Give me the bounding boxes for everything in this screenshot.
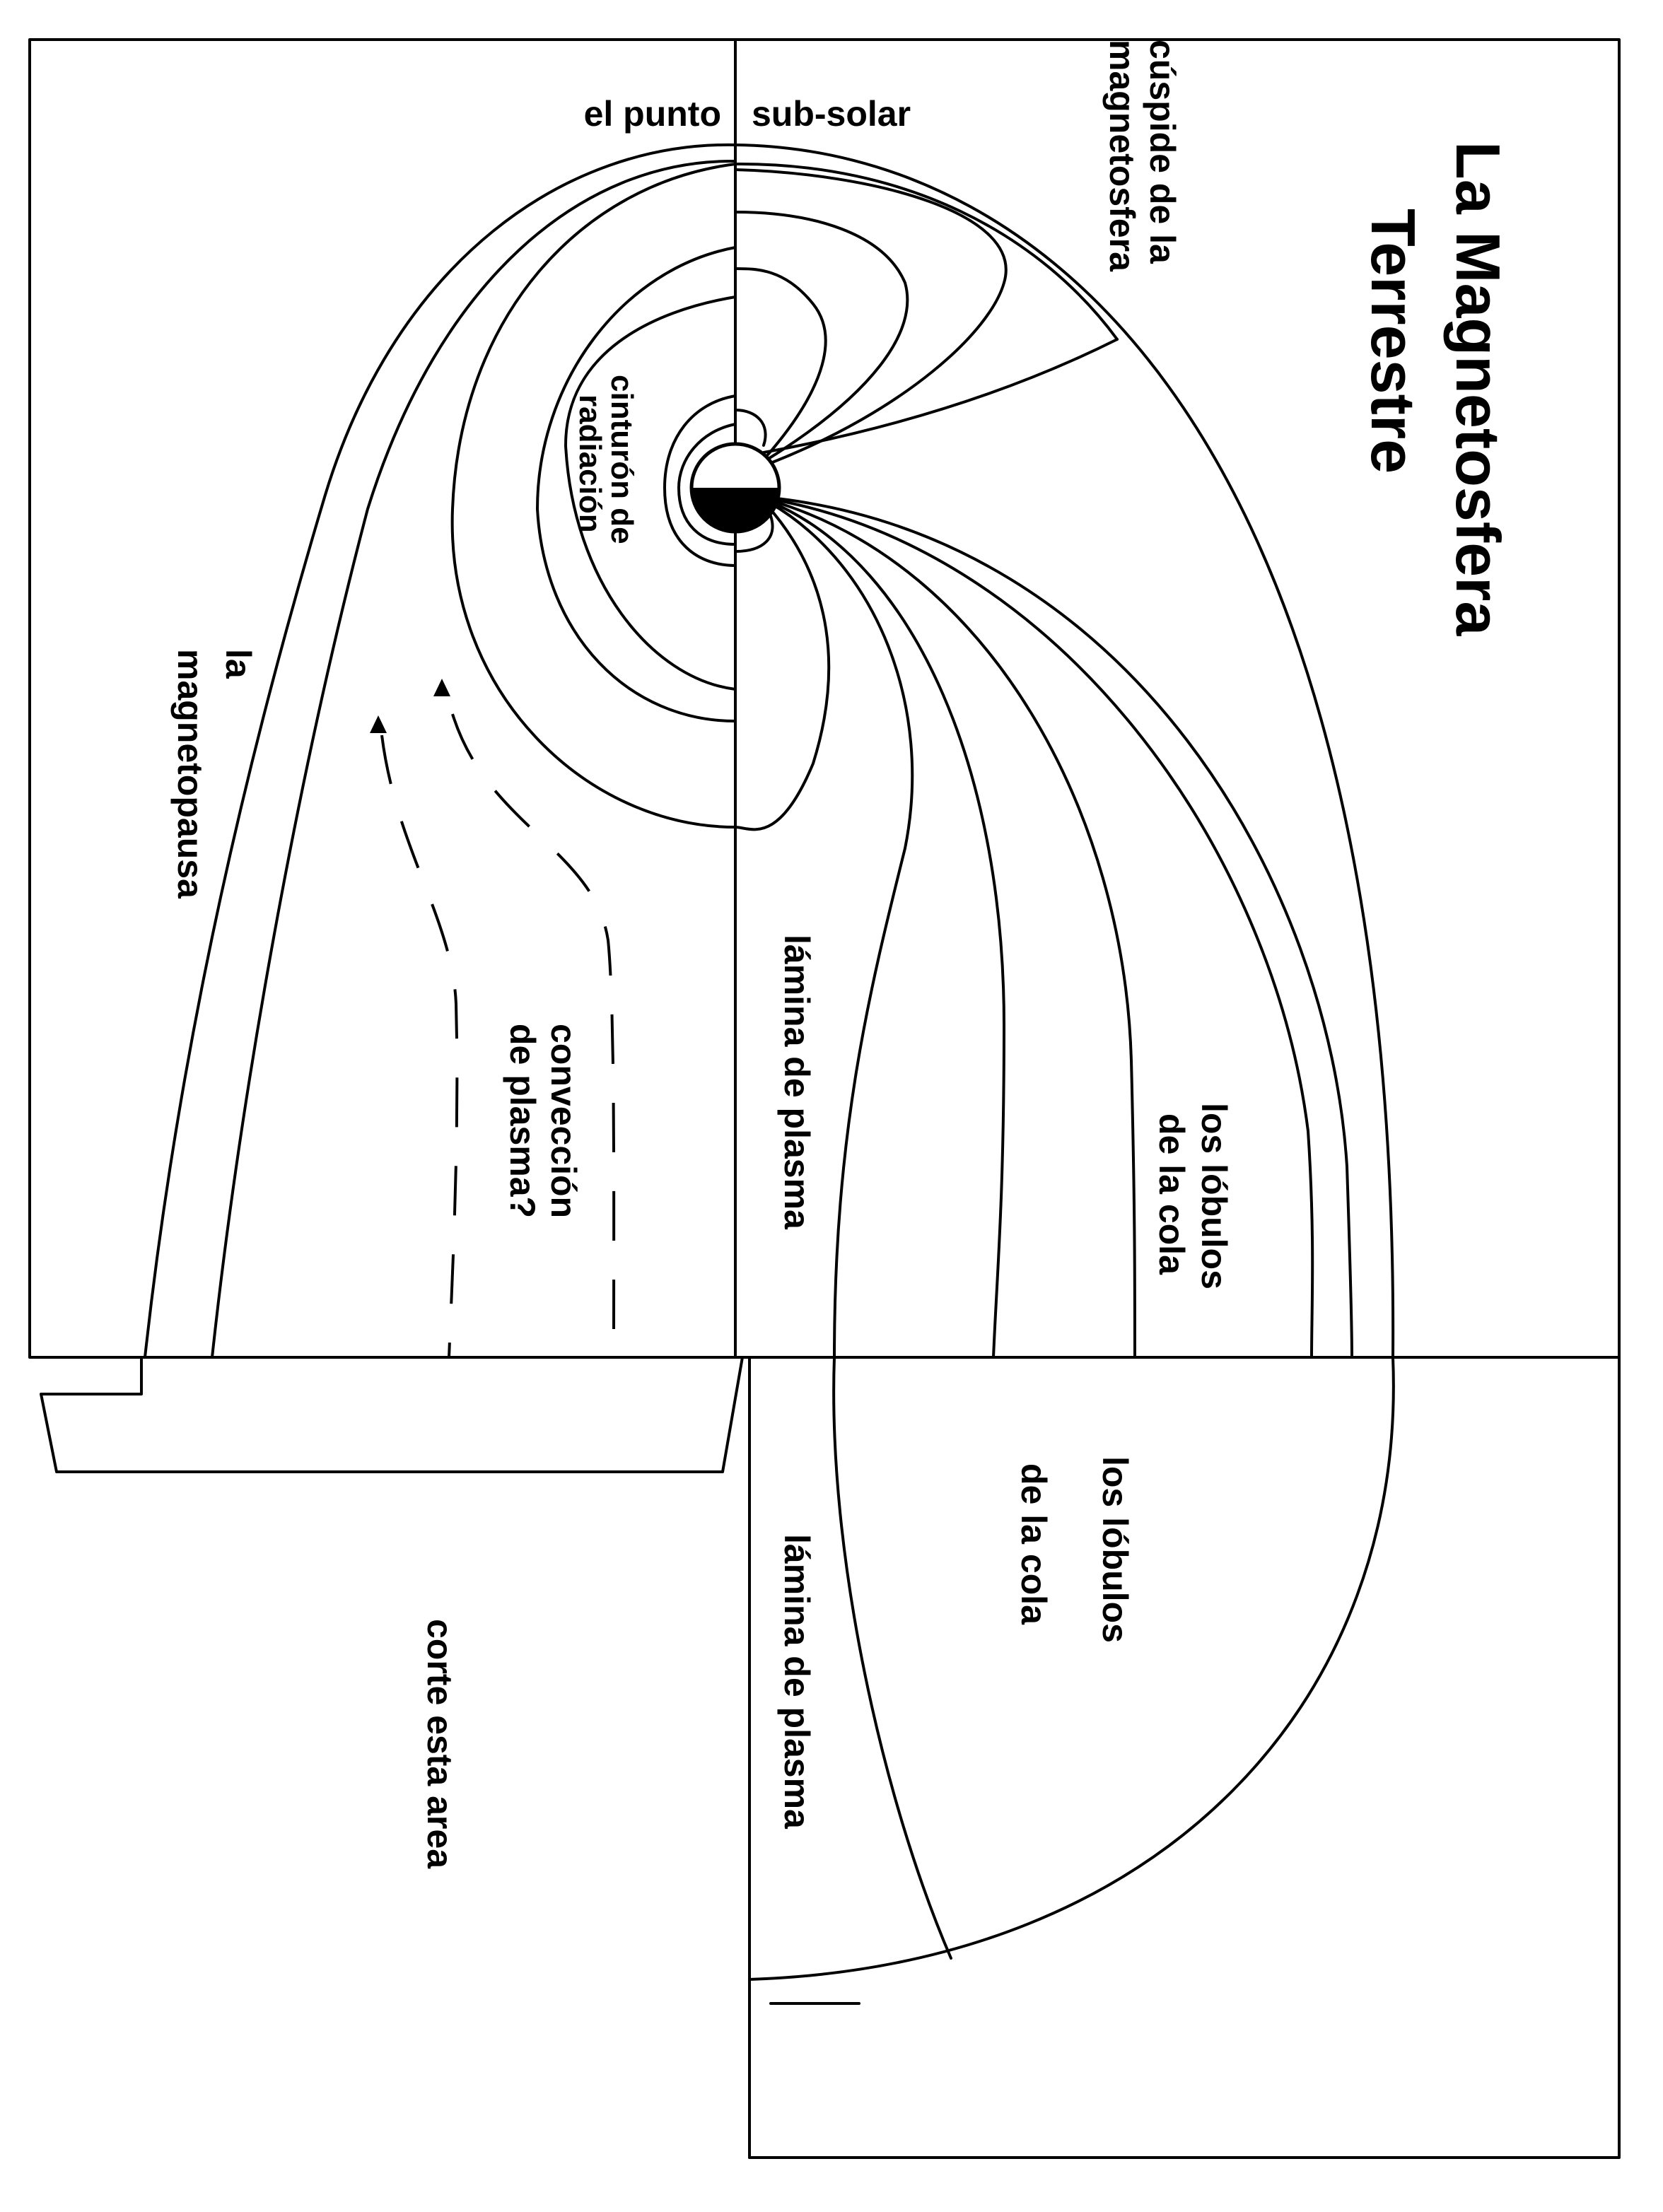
earth-icon bbox=[689, 442, 781, 534]
magnetopause-label-line2: magnetopausa bbox=[170, 649, 210, 899]
subsolar-label-right: sub-solar bbox=[752, 94, 911, 134]
tail-lobes-lower-label-line2: de la cola bbox=[1014, 1463, 1054, 1625]
cut-area-label: corte esta area bbox=[420, 1619, 460, 1869]
tail-field-line bbox=[769, 499, 1136, 1359]
inner-field-line bbox=[734, 409, 767, 447]
convection-label-line1: convección bbox=[544, 1024, 583, 1218]
tail-field-line bbox=[734, 504, 831, 831]
inner-field-line bbox=[734, 515, 774, 553]
tail-lobes-upper-label-line1: los lóbulos bbox=[1194, 1103, 1234, 1289]
glue-tab bbox=[40, 1356, 744, 1473]
dayside-field-line bbox=[536, 246, 737, 722]
cusp-field-line bbox=[734, 211, 909, 461]
subsolar-label-left: el punto bbox=[584, 94, 721, 134]
inner-field-line bbox=[663, 394, 737, 567]
arrow-head-icon bbox=[433, 679, 450, 696]
convection-label-line2: de plasma? bbox=[503, 1024, 542, 1218]
cusp-field-line bbox=[734, 168, 1008, 464]
tail-field-line bbox=[769, 498, 1314, 1359]
convection-dashed-line bbox=[451, 713, 616, 1358]
tail-field-line bbox=[769, 496, 1353, 1359]
inner-field-line bbox=[677, 423, 737, 546]
tail-field-line bbox=[769, 501, 1005, 1359]
radiation-belt-line bbox=[564, 295, 737, 691]
cusp-label-line1: cúspide de la bbox=[1143, 40, 1182, 264]
radiation-belt-label-line2: radiación bbox=[573, 394, 607, 533]
convection-dashed-line bbox=[380, 735, 459, 1358]
magnetopause-outer bbox=[144, 143, 1395, 1359]
dayside-field-line bbox=[450, 163, 737, 829]
cusp-label-line2: magnetosfera bbox=[1102, 40, 1142, 272]
tail-cross-section-boundary bbox=[748, 1356, 1395, 1981]
plasma-sheet-upper-label: lámina de plasma bbox=[777, 935, 817, 1230]
tail-lobes-upper-label-line2: de la cola bbox=[1152, 1113, 1191, 1275]
magnetopause-inner bbox=[211, 159, 737, 1359]
cusp-field-line bbox=[734, 162, 1119, 341]
page-subtitle: Terrestre bbox=[1358, 209, 1428, 474]
radiation-belt-label-line1: cinturón de bbox=[605, 375, 639, 544]
page-title: La Magnetosfera bbox=[1443, 141, 1513, 636]
cusp-field-line bbox=[762, 338, 1119, 454]
cusp-field-line bbox=[734, 267, 827, 461]
lower-panel-frame bbox=[748, 1356, 1621, 2159]
magnetopause-label-line1: la bbox=[218, 649, 258, 679]
arrow-head-icon bbox=[370, 715, 387, 733]
tail-lower-plasma-sheet-line bbox=[832, 1356, 952, 1960]
tail-lobes-lower-label-line1: los lóbulos bbox=[1095, 1456, 1135, 1643]
plasma-sheet-lower-label: lámina de plasma bbox=[777, 1534, 817, 1830]
tail-field-line bbox=[769, 502, 914, 1359]
